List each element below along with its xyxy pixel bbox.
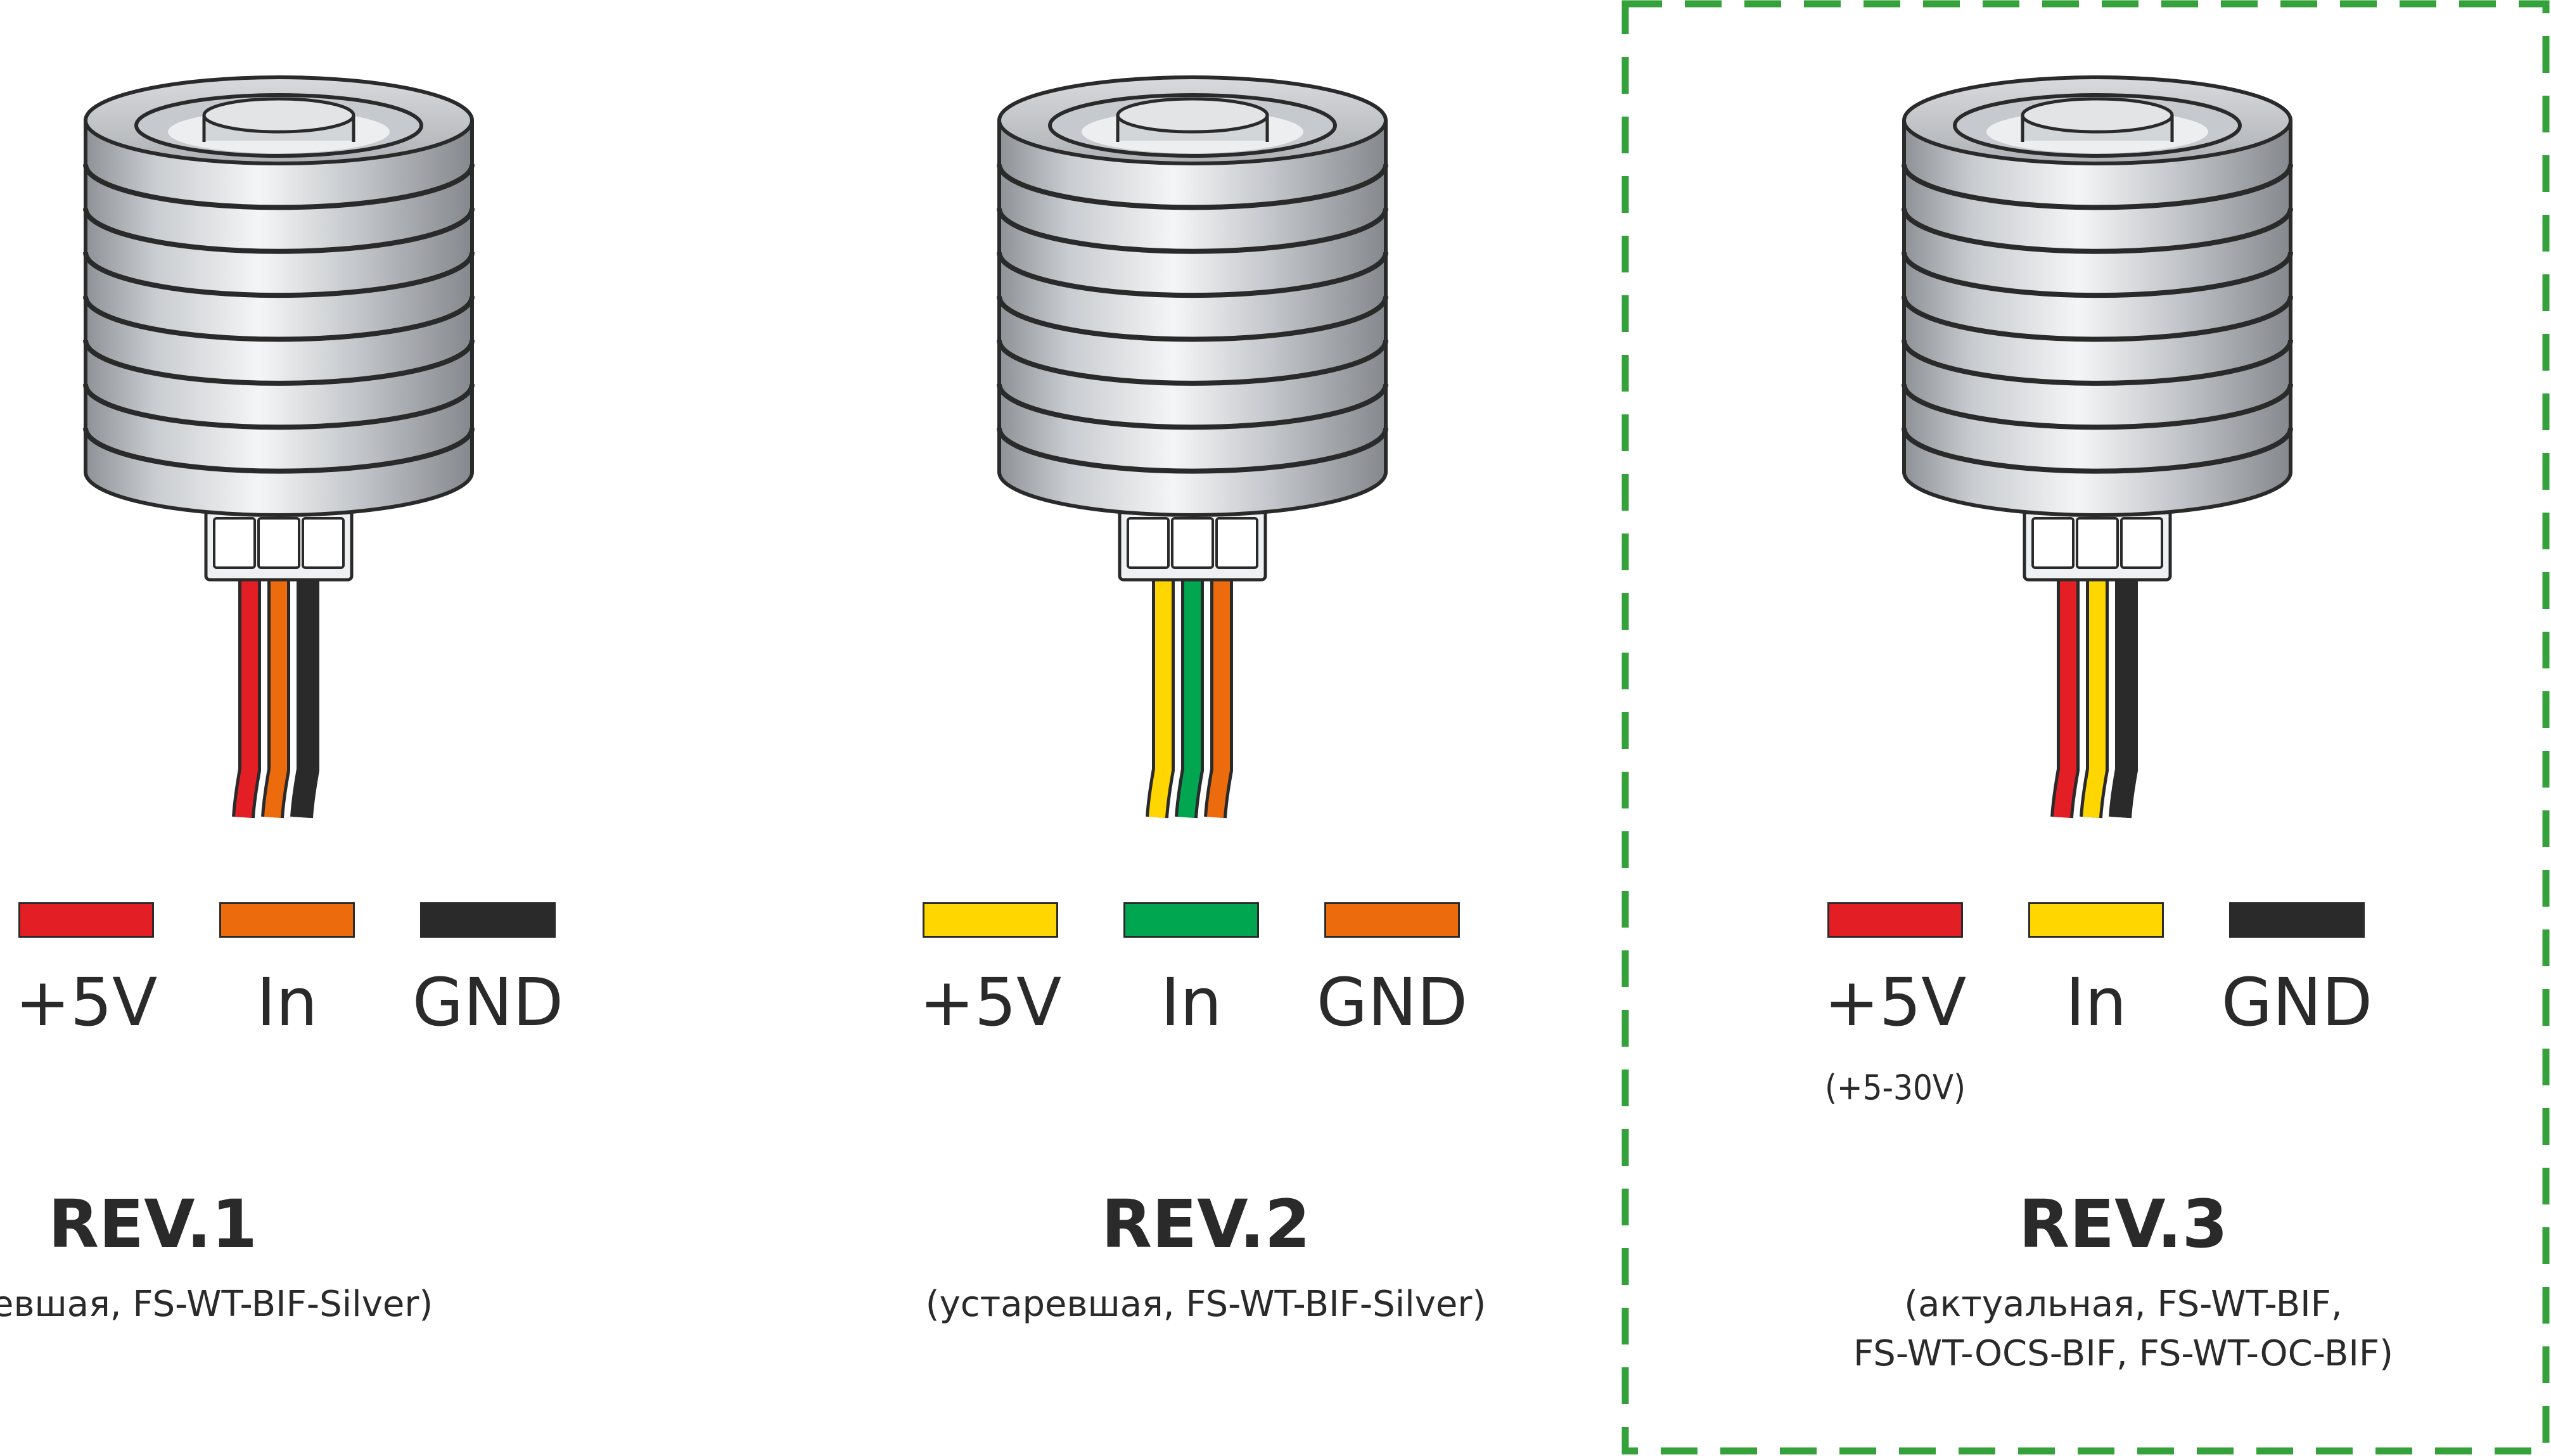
wire-swatch bbox=[2028, 902, 2164, 938]
sensor-body-bottom bbox=[997, 471, 1388, 517]
wire bbox=[2112, 570, 2135, 818]
pin-label: +5V bbox=[919, 964, 1062, 1041]
revision-description-line: (устаревшая, FS-WT-BIF-Silver) bbox=[0, 1284, 433, 1325]
sensor-illustration bbox=[997, 75, 1388, 819]
revision-panel-2: +5V In GND REV.2 (устаревшая, FS-WT-BIF-… bbox=[850, 0, 1701, 1456]
revision-panel-1: +5V In GND REV.1 (устаревшая, FS-WT-BIF-… bbox=[0, 0, 850, 1456]
sensor-ring bbox=[997, 296, 1388, 342]
sensor-ring bbox=[83, 252, 475, 298]
sensor-ring bbox=[83, 384, 475, 430]
pin-label: GND bbox=[1316, 964, 1468, 1041]
sensor-ring bbox=[83, 340, 475, 386]
wire-swatch bbox=[2229, 902, 2365, 938]
sensor-illustration bbox=[83, 75, 475, 819]
pin-label: GND bbox=[2221, 964, 2373, 1041]
wire bbox=[1178, 570, 1201, 818]
pin-label: In bbox=[256, 964, 318, 1041]
wire bbox=[235, 570, 258, 818]
wire-swatch bbox=[420, 902, 556, 938]
sensor-ring bbox=[997, 340, 1388, 386]
pin-voltage-note: (+5-30V) bbox=[1824, 1068, 1966, 1108]
pin-label: GND bbox=[412, 964, 564, 1041]
sensor-boss-top bbox=[2021, 97, 2174, 134]
connector-pin bbox=[213, 517, 256, 569]
wire bbox=[293, 570, 316, 818]
connector-pin bbox=[1127, 517, 1170, 569]
connector-pin bbox=[2120, 517, 2163, 569]
wire bbox=[2083, 570, 2106, 818]
sensor-ring bbox=[83, 164, 475, 210]
revision-title: REV.1 bbox=[48, 1185, 258, 1263]
revision-panel-3: +5V In GND (+5-30V) REV.3 (актуальная, F… bbox=[1701, 0, 2551, 1456]
revision-description: (устаревшая, FS-WT-BIF-Silver) bbox=[0, 1280, 578, 1329]
revision-title: REV.3 bbox=[2018, 1185, 2228, 1263]
revision-description: (актуальная, FS-WT-BIF, FS-WT-OCS-BIF, F… bbox=[1698, 1280, 2548, 1379]
sensor-body-bottom bbox=[1902, 471, 2292, 517]
sensor-ring bbox=[83, 296, 475, 342]
revision-description-line: FS-WT-OCS-BIF, FS-WT-OC-BIF) bbox=[1853, 1333, 2393, 1374]
wire-swatch bbox=[1123, 902, 1259, 938]
wire-swatch bbox=[923, 902, 1058, 938]
wire bbox=[2054, 570, 2076, 818]
pin-label: In bbox=[2065, 964, 2127, 1041]
pin-label: +5V bbox=[15, 964, 158, 1041]
pin-label: +5V bbox=[1824, 964, 1967, 1041]
sensor-ring bbox=[83, 208, 475, 254]
wire bbox=[1207, 570, 1230, 818]
pin-label: In bbox=[1160, 964, 1222, 1041]
sensor-ring bbox=[997, 428, 1388, 474]
wire bbox=[264, 570, 287, 818]
sensor-ring bbox=[997, 252, 1388, 298]
sensor-ring bbox=[997, 164, 1388, 210]
wire-swatch bbox=[1827, 902, 1963, 938]
connector-pin bbox=[257, 517, 300, 569]
revision-description: (устаревшая, FS-WT-BIF-Silver) bbox=[781, 1280, 1631, 1329]
sensor-boss-top bbox=[202, 97, 355, 134]
wire-swatch bbox=[18, 902, 154, 938]
revision-description-line: (актуальная, FS-WT-BIF, bbox=[1904, 1284, 2343, 1325]
sensor-illustration bbox=[1902, 75, 2293, 819]
sensor-boss-top bbox=[1116, 97, 1269, 134]
revision-description-line: (устаревшая, FS-WT-BIF-Silver) bbox=[925, 1284, 1486, 1325]
sensor-ring bbox=[997, 384, 1388, 430]
connector-pin bbox=[302, 517, 345, 569]
connector-pin bbox=[1215, 517, 1258, 569]
connector-pin bbox=[1171, 517, 1214, 569]
wire bbox=[1149, 570, 1172, 818]
wire-swatch bbox=[219, 902, 355, 938]
connector-pin bbox=[2076, 517, 2119, 569]
sensor-body-bottom bbox=[84, 471, 474, 517]
sensor-ring bbox=[997, 208, 1388, 254]
revision-title: REV.2 bbox=[1101, 1185, 1311, 1263]
connector-pin bbox=[2031, 517, 2075, 569]
sensor-ring bbox=[83, 428, 475, 474]
wire-swatch bbox=[1324, 902, 1460, 938]
